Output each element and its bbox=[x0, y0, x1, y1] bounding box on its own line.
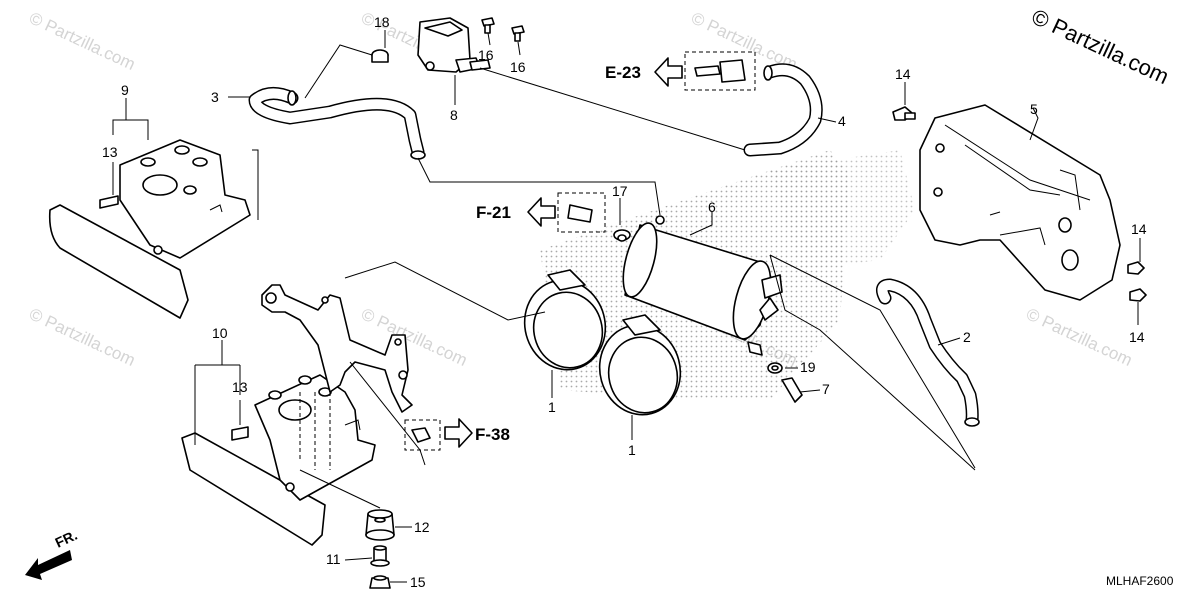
callout-13: 13 bbox=[102, 144, 118, 160]
arrow-left-icon bbox=[527, 197, 556, 227]
callout-14: 14 bbox=[895, 66, 911, 82]
ref-f21: F-21 bbox=[476, 203, 511, 222]
guard-9 bbox=[48, 139, 251, 319]
brand-logo: © Partzilla.com bbox=[1028, 4, 1173, 89]
ref-e23: E-23 bbox=[605, 63, 641, 82]
arrow-right-icon bbox=[444, 418, 473, 448]
screw-16 bbox=[481, 17, 495, 34]
callout-18: 18 bbox=[374, 14, 390, 30]
callout-15: 15 bbox=[410, 574, 426, 590]
callout-6: 6 bbox=[708, 199, 716, 215]
guard-10 bbox=[181, 374, 376, 546]
front-label: FR. bbox=[53, 527, 80, 551]
ref-f38: F-38 bbox=[475, 425, 510, 444]
hose-2 bbox=[875, 278, 980, 427]
callout-14: 14 bbox=[1131, 221, 1147, 237]
hose-3 bbox=[248, 87, 426, 160]
leader-lines bbox=[112, 30, 1141, 583]
bracket-5 bbox=[919, 104, 1121, 301]
diagram-code: MLHAF2600 bbox=[1106, 574, 1174, 588]
grommet-12 bbox=[365, 509, 395, 541]
callout-17: 17 bbox=[612, 183, 628, 199]
callout-14: 14 bbox=[1129, 329, 1145, 345]
callout-1: 1 bbox=[628, 442, 636, 458]
front-arrow-icon bbox=[25, 550, 72, 580]
nut-15 bbox=[369, 575, 391, 589]
shading-region bbox=[770, 150, 915, 270]
connector-lines bbox=[252, 44, 976, 509]
fitting-f21 bbox=[557, 192, 606, 233]
fitting-e23 bbox=[684, 51, 756, 91]
callout-16: 16 bbox=[478, 47, 494, 63]
callout-3: 3 bbox=[211, 89, 219, 105]
callout-19: 19 bbox=[800, 359, 816, 375]
bolt-14 bbox=[892, 106, 916, 121]
hose-4 bbox=[743, 63, 823, 157]
callout-7: 7 bbox=[822, 381, 830, 397]
bolt-14 bbox=[1129, 288, 1147, 302]
callout-13: 13 bbox=[232, 379, 248, 395]
callout-12: 12 bbox=[414, 519, 430, 535]
callout-5: 5 bbox=[1030, 101, 1038, 117]
valve-8 bbox=[417, 17, 491, 73]
watermark: © Partzilla.com bbox=[1023, 304, 1135, 370]
callout-4: 4 bbox=[838, 113, 846, 129]
canister-6 bbox=[622, 215, 783, 356]
washer-19 bbox=[767, 362, 783, 374]
collar-11 bbox=[370, 545, 390, 567]
callout-10: 10 bbox=[212, 325, 228, 341]
bracket bbox=[261, 284, 413, 413]
callout-11: 11 bbox=[326, 551, 341, 567]
clamp-17 bbox=[613, 229, 631, 242]
clip-18 bbox=[371, 49, 389, 63]
callout-8: 8 bbox=[450, 107, 458, 123]
callout-1: 1 bbox=[548, 399, 556, 415]
watermark: © Partzilla.com bbox=[26, 304, 138, 370]
watermark: © Partzilla.com bbox=[26, 8, 138, 74]
band-1 bbox=[598, 314, 682, 416]
arrow-left-icon bbox=[654, 57, 683, 87]
screw-16 bbox=[511, 25, 525, 42]
callout-2: 2 bbox=[963, 329, 971, 345]
callout-labels: 1 1 2 3 4 5 6 7 8 9 10 11 12 13 13 14 14… bbox=[102, 14, 1147, 590]
callout-9: 9 bbox=[121, 82, 129, 98]
bolt-14 bbox=[1127, 261, 1145, 275]
callout-16: 16 bbox=[510, 59, 526, 75]
nut-f38 bbox=[404, 419, 441, 451]
fitting-7 bbox=[781, 377, 803, 403]
band-1 bbox=[523, 269, 607, 371]
